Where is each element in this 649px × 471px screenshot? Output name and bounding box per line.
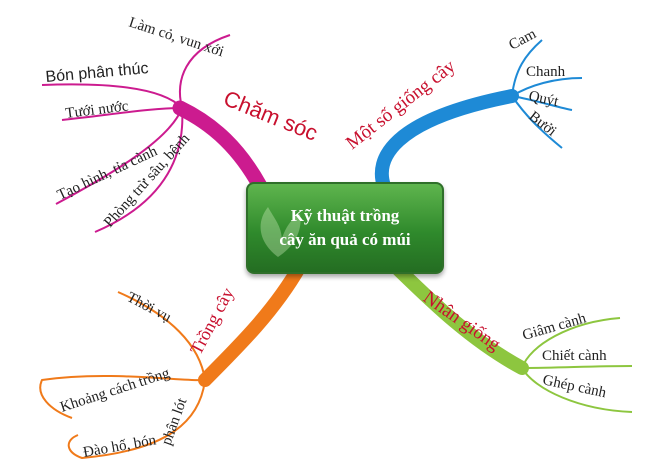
label-nhan-giong: Nhân giống: [419, 287, 505, 356]
twig-chiet-canh: [522, 366, 632, 368]
item-quyt: Quýt: [527, 88, 560, 110]
center-topic: Kỹ thuật trồng cây ăn quả có múi: [246, 182, 444, 274]
center-line-1: Kỹ thuật trồng: [291, 204, 400, 228]
branch-giong-lines: [382, 40, 582, 186]
item-thoi-vu: Thời vụ: [124, 289, 174, 326]
item-lam-co: Làm cỏ, vun xới: [127, 15, 226, 61]
item-giam-canh: Giâm cành: [521, 310, 589, 344]
item-tuoi-nuoc: Tưới nước: [65, 98, 130, 122]
item-khoang-cach: Khoảng cách trồng: [58, 365, 172, 416]
branch-cham-soc-lines: [42, 35, 260, 232]
item-chanh: Chanh: [526, 64, 566, 80]
item-chiet-canh: Chiết cành: [542, 348, 607, 364]
item-buoi: Bưởi: [526, 109, 560, 140]
center-line-2: cây ăn quả có múi: [279, 228, 410, 252]
item-dao-ho: Đào hố, bón: [82, 432, 158, 461]
item-ghep-canh: Ghép cành: [541, 372, 608, 401]
item-cam: Cam: [506, 26, 539, 54]
item-bon-phan: Bón phân thúc: [45, 60, 149, 86]
label-cham-soc: Chăm sóc: [220, 85, 321, 145]
